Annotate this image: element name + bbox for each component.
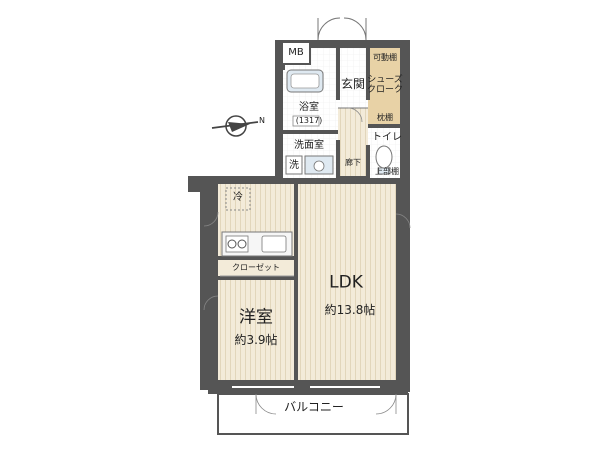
fridge-label: 冷 [233,192,243,203]
genkan-door[interactable] [347,107,363,123]
hallway-label: 廊下 [345,158,361,167]
movable-shelf-label: 可動棚 [373,53,397,62]
balcony-label: バルコニー [284,400,344,414]
genkan-floor [338,48,368,108]
genkan-label: 玄関 [340,77,366,91]
fridge-space [225,187,251,211]
shoe-cloak-floor [368,48,400,126]
bath-counter [292,115,320,127]
ldk-floor [296,184,396,380]
closet-floor [218,258,296,276]
bedroom-label: 洋室 [239,307,273,328]
compass-north-label: N [259,116,265,125]
shoe-cloak-line1: シューズ [367,75,403,85]
kitchen-counter [221,231,293,257]
toilet-fixture [375,145,393,175]
kitchen-door[interactable] [203,211,219,227]
bedroom-floor [218,276,296,380]
bath-size-label: (1317) [295,116,323,125]
mb-box [281,41,311,65]
bedroom-door[interactable] [203,295,219,311]
shoe-cloak-label: シューズ クローク [367,75,403,95]
bedroom-size-label: 約3.9帖 [234,333,278,347]
hallway-floor [338,108,368,176]
toilet-label: トイレ [372,132,402,143]
wash-basin [304,155,334,175]
shoe-cloak-line2: クローク [366,85,404,95]
mb-label: MB [288,47,304,58]
washer-label: 洗 [289,160,299,171]
compass-icon [211,115,259,137]
outer-walls [188,40,410,394]
closet-label: クローゼット [232,263,280,272]
washroom-label: 洗面室 [294,140,324,151]
ldk-label: LDK [329,272,363,293]
balcony-door-swing[interactable] [255,393,397,415]
bath-label: 浴室 [299,102,319,113]
entrance-doors[interactable] [317,17,367,41]
shelf-label: 枕棚 [377,113,393,122]
ldk-size-label: 約13.8帖 [324,303,376,317]
ldk-side-door[interactable] [395,213,411,229]
washer-box [285,155,303,175]
upper-shelf-label: 上部棚 [375,167,399,176]
bathtub [286,69,324,93]
